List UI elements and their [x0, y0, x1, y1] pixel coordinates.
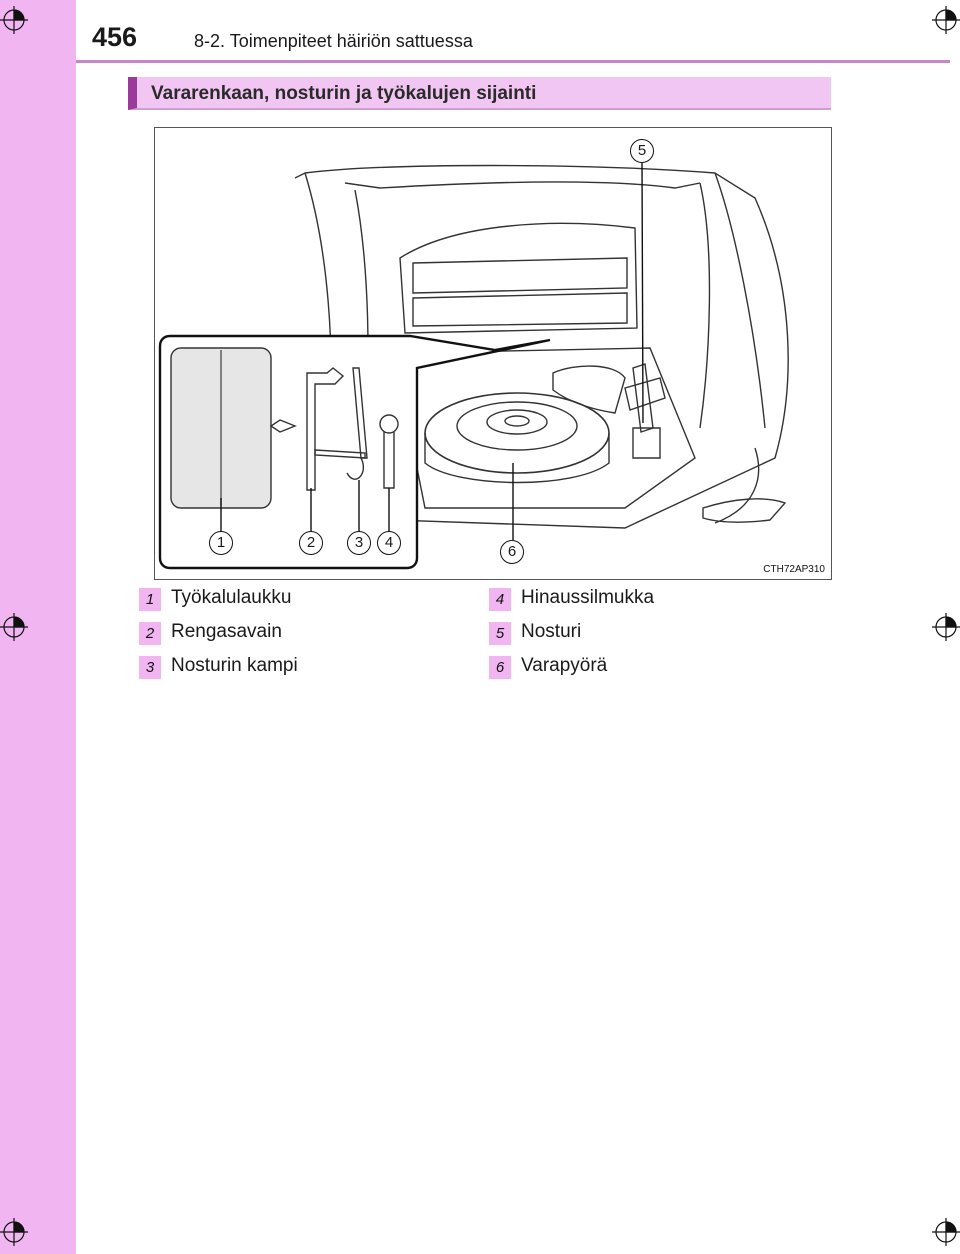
registration-mark-icon — [0, 6, 28, 34]
callout-5: 5 — [630, 139, 654, 163]
callout-3: 3 — [347, 531, 371, 555]
section-title: Vararenkaan, nosturin ja työkalujen sija… — [151, 83, 537, 104]
legend-number-badge: 2 — [139, 622, 161, 645]
callout-1: 1 — [209, 531, 233, 555]
header-rule — [76, 60, 950, 63]
legend-number-badge: 6 — [489, 656, 511, 679]
figure-trunk-illustration: 5 6 1 2 3 4 CTH72AP310 — [154, 127, 832, 580]
figure-code: CTH72AP310 — [763, 564, 825, 575]
running-head: 8-2. Toimenpiteet häiriön sattuessa — [194, 31, 473, 51]
registration-mark-icon — [0, 613, 28, 641]
legend-number-badge: 4 — [489, 588, 511, 611]
legend-label: Työkalulaukku — [171, 587, 292, 608]
legend-label: Varapyörä — [521, 655, 608, 676]
registration-mark-icon — [0, 1218, 28, 1246]
callout-6: 6 — [500, 540, 524, 564]
legend-number-badge: 3 — [139, 656, 161, 679]
callout-4: 4 — [377, 531, 401, 555]
callout-2: 2 — [299, 531, 323, 555]
legend-number-badge: 5 — [489, 622, 511, 645]
registration-mark-icon — [932, 1218, 960, 1246]
registration-mark-icon — [932, 613, 960, 641]
legend-label: Nosturin kampi — [171, 655, 298, 676]
section-heading-bar: Vararenkaan, nosturin ja työkalujen sija… — [128, 77, 831, 110]
trunk-drawing — [158, 162, 789, 570]
page-number: 456 — [92, 22, 138, 52]
legend-label: Rengasavain — [171, 621, 282, 642]
legend-label: Nosturi — [521, 621, 582, 642]
legend-number-badge: 1 — [139, 588, 161, 611]
registration-mark-icon — [932, 6, 960, 34]
legend-label: Hinaussilmukka — [521, 587, 655, 608]
